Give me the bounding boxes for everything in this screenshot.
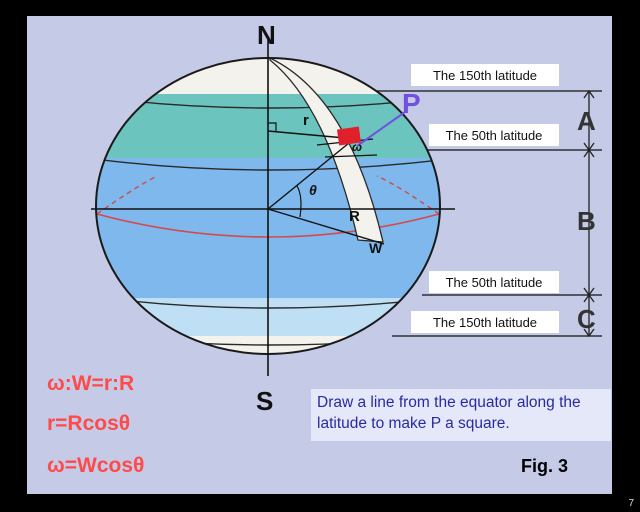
point-P-marker: [336, 126, 362, 146]
radius-R-label: R: [349, 208, 360, 225]
theta-label: θ: [309, 182, 317, 198]
latitude-label-top-150: The 150th latitude: [411, 64, 559, 86]
formula-omega: ω=Wcosθ: [47, 454, 145, 477]
latitude-label-bottom-50: The 50th latitude: [429, 271, 559, 293]
formula-r: r=Rcosθ: [47, 412, 131, 435]
zone-C-label: C: [577, 304, 596, 334]
slide-canvas: N S r R θ ω W P The 150th latitude The 5…: [27, 16, 612, 494]
north-label: N: [257, 20, 276, 50]
formula-ratio: ω:W=r:R: [47, 372, 135, 395]
zone-B-label: B: [577, 206, 596, 236]
page-number: 7: [628, 498, 634, 509]
zone-A-label: A: [577, 106, 596, 136]
south-label: S: [256, 386, 274, 416]
point-P-label: P: [402, 88, 421, 119]
pointer-line: [356, 111, 406, 147]
figure-label: Fig. 3: [521, 456, 569, 476]
radius-R-line: [267, 208, 385, 245]
right-angle-marker: [268, 122, 277, 131]
radius-r-line: [267, 130, 346, 139]
meridian-strip: [269, 58, 384, 243]
theta-arc: [296, 185, 302, 218]
omega-label: ω: [352, 140, 363, 154]
instruction-note: Draw a line from the equator along the l…: [311, 389, 611, 441]
latitude-label-top-50: The 50th latitude: [429, 124, 559, 146]
w-label: W: [369, 240, 383, 256]
globe-diagram: [91, 40, 602, 376]
radius-r-label: r: [303, 112, 309, 129]
latitude-label-bottom-150: The 150th latitude: [411, 311, 559, 333]
